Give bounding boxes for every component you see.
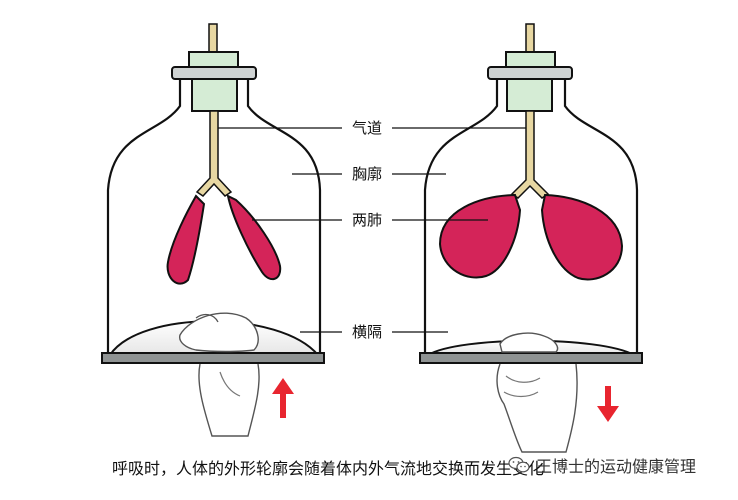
left-glass-rod	[208, 23, 218, 55]
right-glass-rod	[525, 23, 535, 55]
right-bottle-rim	[487, 66, 573, 80]
left-lung-left	[166, 194, 206, 285]
right-trachea	[510, 110, 550, 199]
right-bell-jar-model	[419, 23, 643, 453]
label-diaphragm: 横隔	[352, 323, 382, 341]
left-bottle-rim	[171, 66, 257, 80]
label-airway: 气道	[352, 119, 382, 137]
source-watermark: 王博士的运动健康管理	[508, 453, 696, 477]
left-bell-jar	[106, 80, 322, 355]
left-bell-jar-model	[101, 23, 325, 437]
right-hand-icon	[496, 332, 578, 453]
label-lungs: 两肺	[352, 211, 382, 229]
label-thorax: 胸廓	[352, 165, 382, 183]
right-lung-right	[540, 193, 624, 281]
right-base-plate	[419, 352, 643, 364]
wechat-icon	[508, 456, 530, 473]
left-lung-right	[226, 194, 282, 281]
arrow-down-icon	[597, 386, 619, 422]
left-base-plate	[101, 352, 325, 364]
figure-caption: 呼吸时，人体的外形轮廓会随着体内外气流地交换而发生变化	[112, 459, 545, 478]
arrow-up-icon	[272, 378, 294, 418]
left-trachea	[195, 110, 233, 197]
right-lung-left	[438, 193, 522, 279]
right-stopper-body	[506, 78, 553, 112]
left-stopper-top	[188, 51, 239, 69]
left-stopper-body	[191, 78, 238, 112]
right-bell-jar	[423, 80, 639, 355]
right-stopper-top	[505, 51, 556, 69]
left-hand-icon	[179, 312, 260, 437]
label-leaders	[218, 127, 526, 333]
watermark-text: 王博士的运动健康管理	[536, 457, 697, 476]
